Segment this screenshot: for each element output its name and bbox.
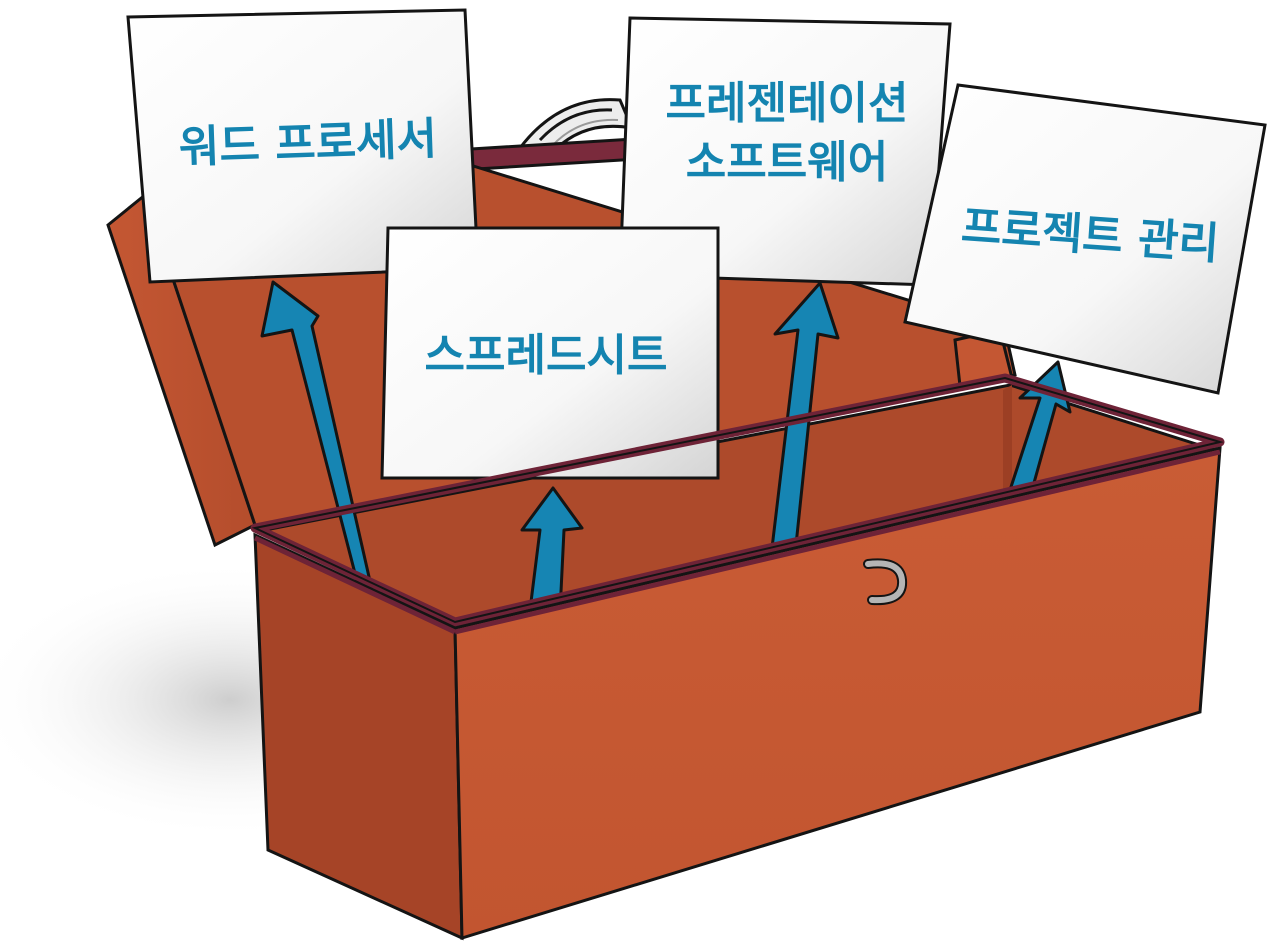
toolbox-icon (250, 373, 1225, 941)
label-spreadsheet: 스프레드시트 (425, 330, 668, 381)
handle-icon (517, 98, 635, 152)
label-presentation-line2: 소프트웨어 (686, 137, 888, 188)
card-spreadsheet: 스프레드시트 (380, 226, 720, 480)
card-word-processor: 워드 프로세서 (126, 8, 480, 284)
up-arrow-icon (260, 280, 402, 614)
label-presentation-line1: 프레젠테이션 (666, 78, 909, 129)
card-project-management: 프로젝트 관리 (903, 83, 1267, 395)
clasp-icon (863, 558, 908, 606)
label-word-processor: 워드 프로세서 (178, 114, 438, 174)
arrow-word-processor (260, 280, 402, 614)
card-presentation-software: 프레젠테이션 소프트웨어 (618, 16, 952, 287)
